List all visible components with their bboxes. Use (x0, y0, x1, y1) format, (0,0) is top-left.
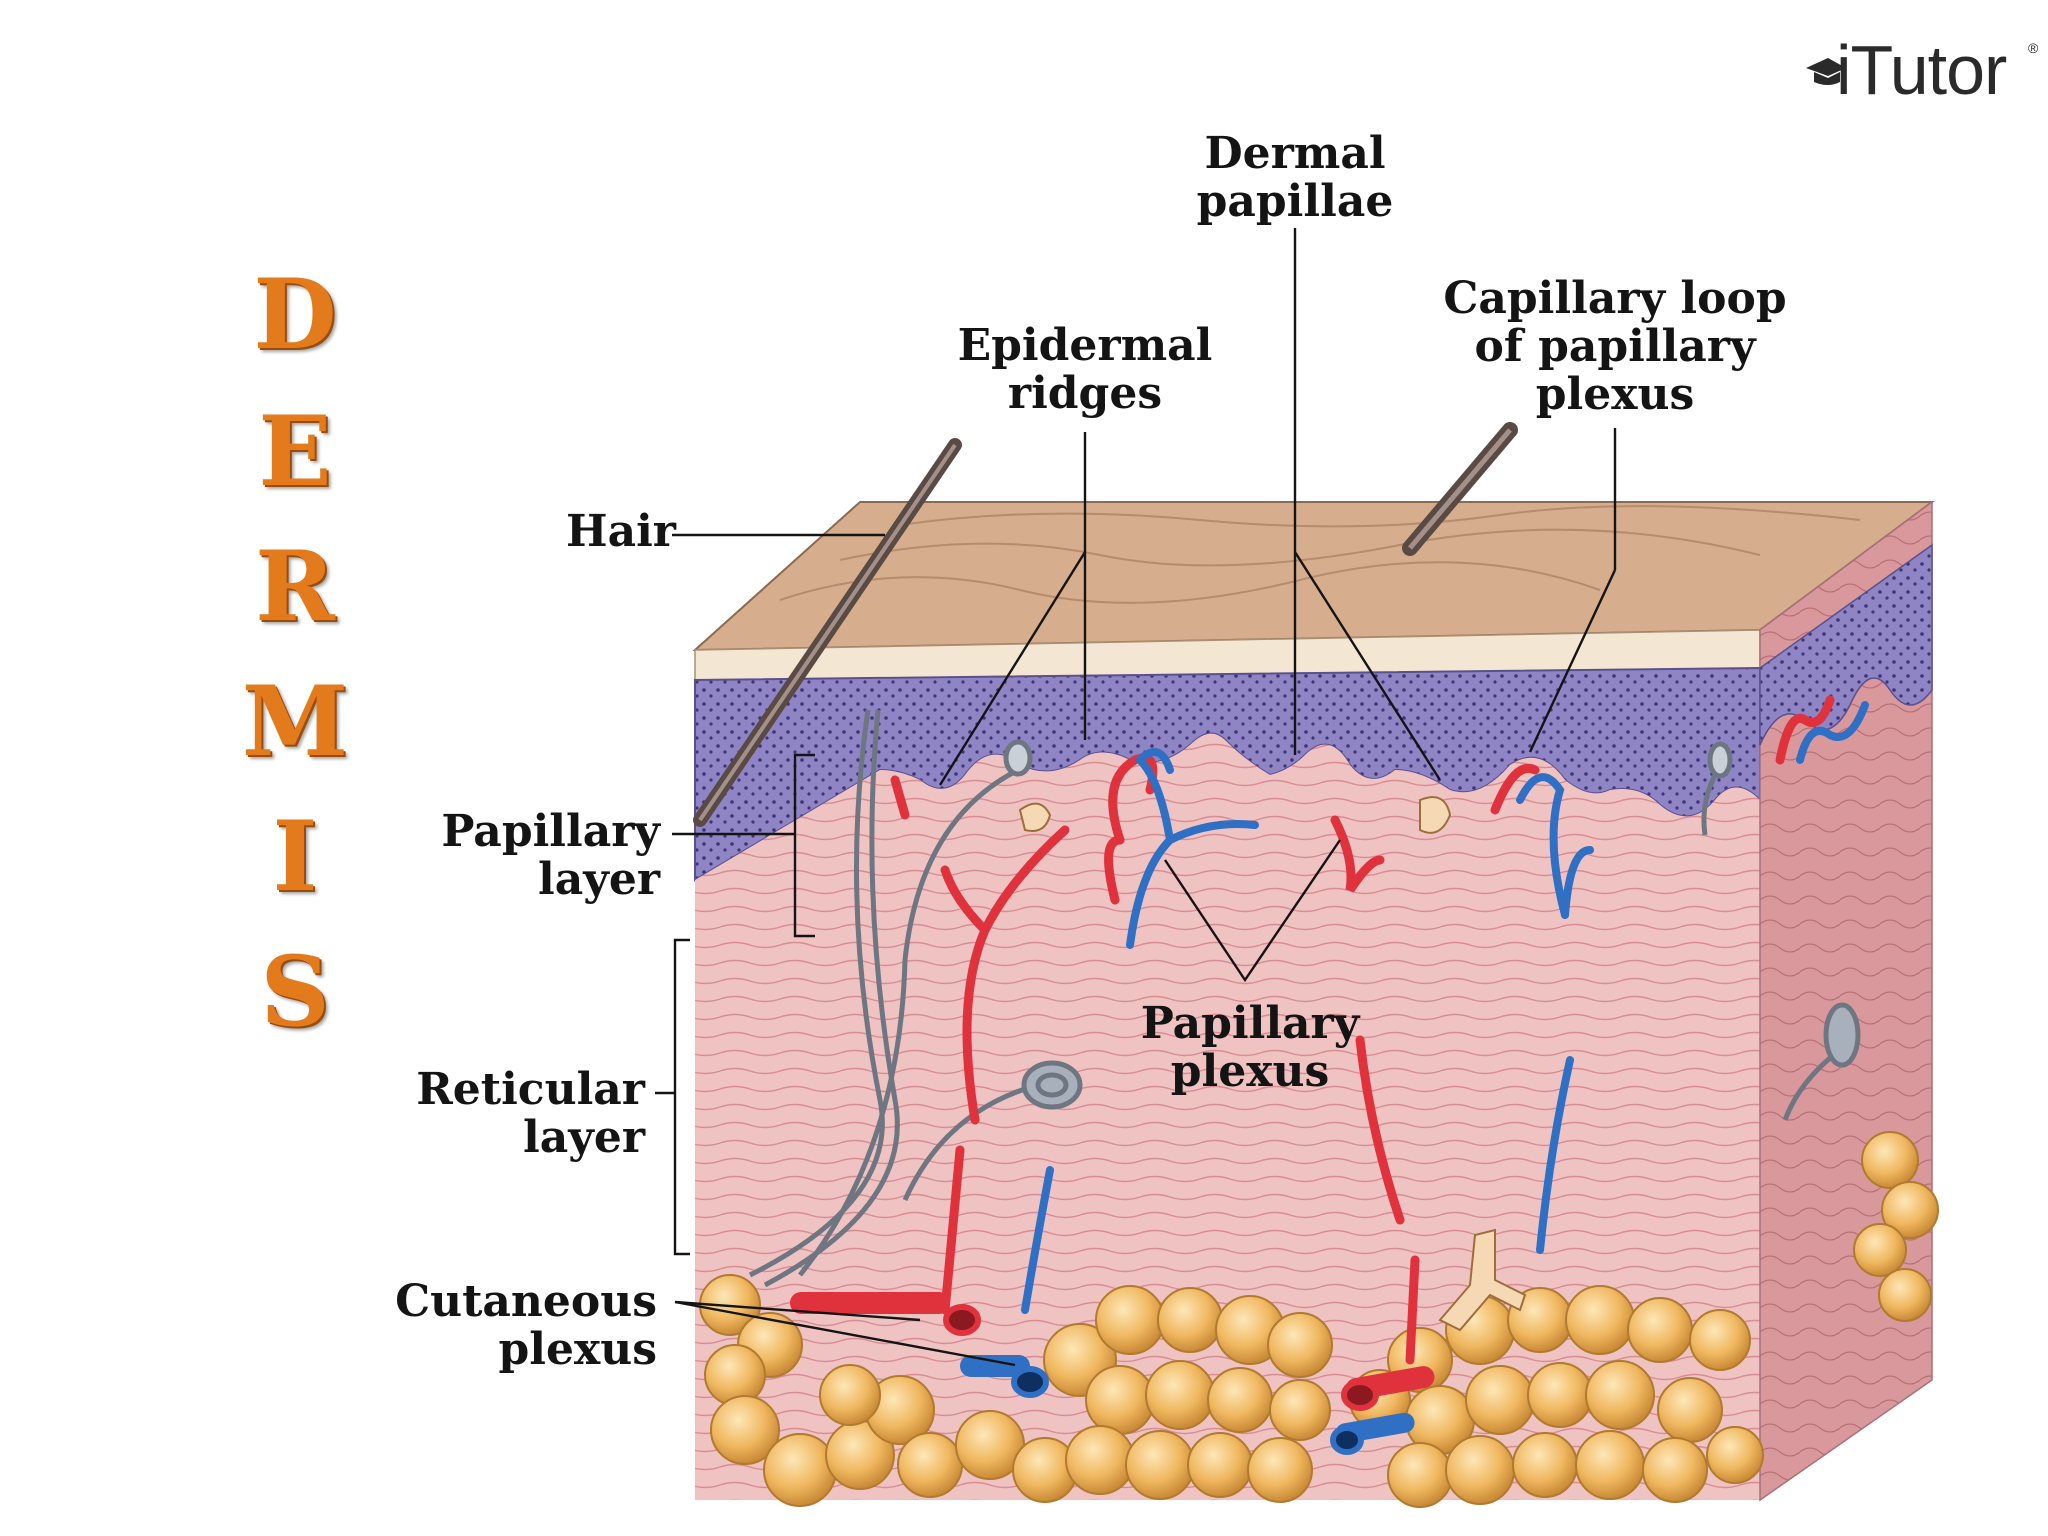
label-papillary-layer: Papillary layer (441, 806, 660, 905)
label-dermal-papillae: Dermal papillae (1196, 128, 1394, 227)
label-epidermal-ridges: Epidermal ridges (957, 320, 1213, 419)
label-papillary-plexus: Papillary plexus (1140, 998, 1360, 1097)
title-letter-r: R (255, 530, 335, 643)
nerve-fibers (748, 709, 1861, 1288)
veins (1021, 701, 1869, 1314)
title-letter-s: S (260, 935, 330, 1048)
adipose-tissue (699, 1131, 1939, 1508)
label-cutaneous-plexus: Cutaneous plexus (395, 1276, 657, 1375)
registered-mark: ® (2028, 40, 2038, 56)
label-hair: Hair (566, 506, 676, 557)
hair-shafts (693, 422, 1518, 827)
title-letter-m: M (241, 665, 349, 778)
label-capillary-loop: Capillary loop of papillary plexus (1443, 273, 1787, 420)
arteries (890, 695, 1835, 1365)
graduation-cap-icon (1804, 30, 1848, 110)
title-letter-e: E (258, 395, 332, 508)
logo-text: iTutor (1836, 31, 2007, 109)
label-reticular-layer: Reticular layer (416, 1064, 645, 1163)
itutor-logo: iTutor ® (1800, 22, 2040, 112)
cutaneous-plexus-vessels (790, 1292, 1435, 1455)
title-letter-d: D (253, 258, 337, 371)
title-letter-i: I (272, 800, 318, 913)
leader-lines (655, 228, 1617, 1367)
